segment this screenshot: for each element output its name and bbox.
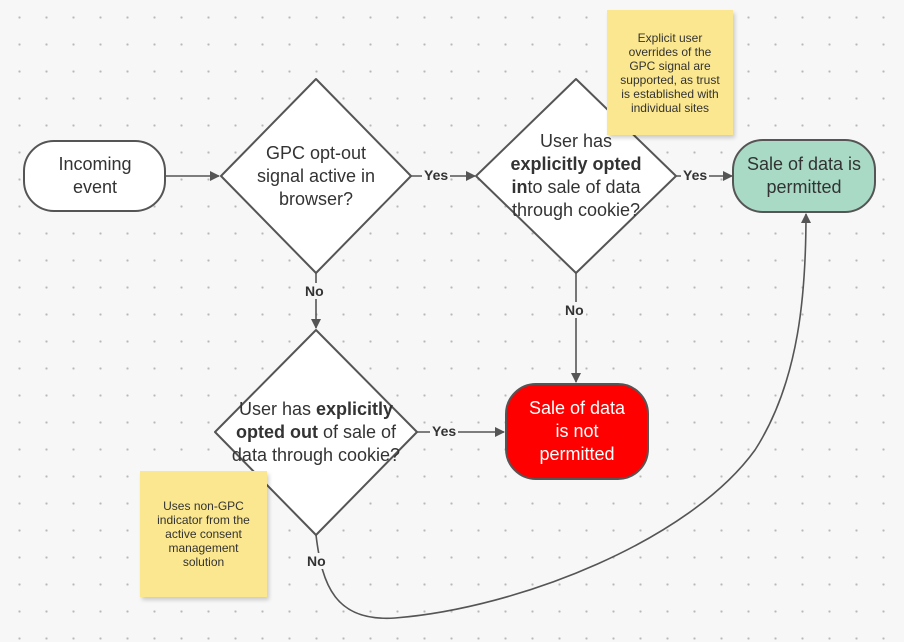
opted-out-bold: explicitly opted out xyxy=(235,398,394,442)
permitted-shape xyxy=(732,139,876,213)
incoming-event: Incoming event xyxy=(30,143,160,209)
opted-out-decision: User has explicitly opted out of sale of… xyxy=(214,370,418,494)
opted-in-decision: User has explicitly opted into sale of d… xyxy=(496,112,656,240)
edge-label-optedout-yes: Yes xyxy=(430,423,459,439)
opted-out-decision-label: User has explicitly opted out of sale of… xyxy=(216,398,416,467)
edge-label-gpc-no: No xyxy=(303,283,326,299)
edge-optedout-no xyxy=(315,213,811,620)
opted-out-post: of sale of data through cookie? xyxy=(231,421,401,465)
edge-label-optedin-yes: Yes xyxy=(681,167,710,183)
gpc-decision: GPC opt-out signal active in browser? xyxy=(246,124,386,228)
edge-label-optedin-no: No xyxy=(563,302,586,318)
opted-in-post: to sale of data through cookie? xyxy=(511,177,641,220)
sticky-note-non-gpc-indicator: Uses non-GPC indicator from the active c… xyxy=(140,471,267,597)
edge-label-optedout-no: No xyxy=(305,553,328,569)
sticky-note-gpc-override: Explicit user overrides of the GPC signa… xyxy=(607,10,733,135)
sale-permitted-label: Sale of data is permitted xyxy=(746,154,862,197)
sticky-note-gpc-override-text: Explicit user overrides of the GPC signa… xyxy=(620,30,720,115)
sale-not-permitted: Sale of data is not permitted xyxy=(510,386,644,477)
sale-not-permitted-label: Sale of data is not permitted xyxy=(528,398,626,464)
incoming-event-label: Incoming event xyxy=(58,154,132,197)
sticky-note-non-gpc-indicator-text: Uses non-GPC indicator from the active c… xyxy=(157,499,250,569)
gpc-decision-label: GPC opt-out signal active in browser? xyxy=(256,142,376,209)
edge-label-gpc-yes: Yes xyxy=(422,167,451,183)
opted-in-bold: explicitly opted in xyxy=(510,154,642,197)
opted-in-decision-label: User has explicitly opted into sale of d… xyxy=(502,130,650,222)
opted-in-pre: User has xyxy=(539,131,613,151)
not-permitted-shape xyxy=(505,383,649,480)
opted-out-pre: User has xyxy=(238,398,316,419)
sale-permitted: Sale of data is permitted xyxy=(737,142,871,210)
